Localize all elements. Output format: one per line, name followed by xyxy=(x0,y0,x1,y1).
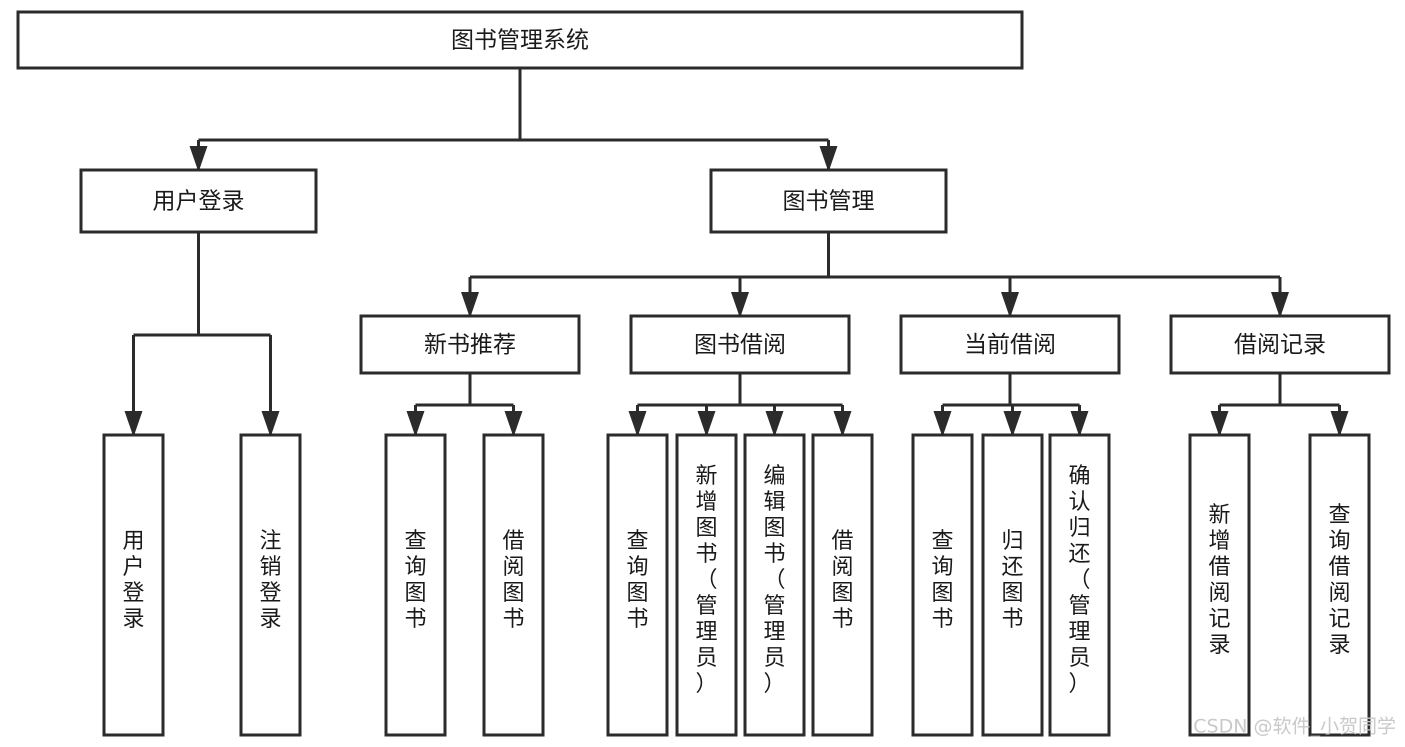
node-leaf-query-record[interactable]: 查询借阅记录 xyxy=(1308,433,1371,737)
node-box-leaf-add-book[interactable] xyxy=(675,433,738,737)
arrow-leaf-add-record xyxy=(1210,411,1229,437)
node-label-user-login: 用户登录 xyxy=(153,189,245,215)
arrow-leaf-query-book-3 xyxy=(933,411,952,437)
node-leaf-add-record[interactable]: 新增借阅记录 xyxy=(1188,433,1251,737)
arrow-leaf-query-record xyxy=(1330,411,1349,437)
node-box-leaf-query-book-1[interactable] xyxy=(384,433,447,737)
arrow-leaf-return-book xyxy=(1003,411,1022,437)
node-box-book-borrow[interactable] xyxy=(629,314,851,375)
node-box-leaf-add-record[interactable] xyxy=(1188,433,1251,737)
node-label-leaf-query-book-1: 查询图书 xyxy=(404,529,426,632)
node-label-leaf-query-record: 查询借阅记录 xyxy=(1328,503,1350,658)
node-user-login[interactable]: 用户登录 xyxy=(79,168,318,234)
arrow-current-borrow xyxy=(1001,292,1019,318)
node-label-leaf-return-book: 归还图书 xyxy=(1001,529,1023,632)
node-leaf-query-book-1[interactable]: 查询图书 xyxy=(384,433,447,737)
node-box-root[interactable] xyxy=(16,10,1024,70)
node-book-borrow[interactable]: 图书借阅 xyxy=(629,314,851,375)
node-label-leaf-confirm-return: 确认归还（管理员） xyxy=(1068,464,1090,697)
node-root[interactable]: 图书管理系统 xyxy=(16,10,1024,70)
node-box-leaf-edit-book[interactable] xyxy=(743,433,806,737)
node-box-leaf-borrow-book-1[interactable] xyxy=(482,433,545,737)
node-box-user-login[interactable] xyxy=(79,168,318,234)
arrow-leaf-add-book xyxy=(697,411,716,437)
node-label-new-book-recommend: 新书推荐 xyxy=(424,332,516,358)
node-label-leaf-borrow-book-2: 借阅图书 xyxy=(831,529,853,632)
node-box-current-borrow[interactable] xyxy=(899,314,1121,375)
arrow-leaf-borrow-book-1 xyxy=(504,411,523,437)
node-label-leaf-user-login: 用户登录 xyxy=(122,529,144,632)
arrow-new-book-recommend xyxy=(461,292,479,318)
node-label-root: 图书管理系统 xyxy=(451,28,589,54)
node-box-leaf-query-record[interactable] xyxy=(1308,433,1371,737)
arrow-book-borrow xyxy=(731,292,749,318)
node-leaf-borrow-book-2[interactable]: 借阅图书 xyxy=(811,433,874,737)
node-box-leaf-borrow-book-2[interactable] xyxy=(811,433,874,737)
arrow-leaf-edit-book xyxy=(765,411,784,437)
arrow-leaf-user-login xyxy=(124,411,143,437)
node-label-leaf-query-book-3: 查询图书 xyxy=(931,529,953,632)
arrow-borrow-record xyxy=(1271,292,1289,318)
node-borrow-record[interactable]: 借阅记录 xyxy=(1169,314,1391,375)
node-leaf-query-book-2[interactable]: 查询图书 xyxy=(606,433,669,737)
node-box-leaf-logout[interactable] xyxy=(239,433,302,737)
node-leaf-query-book-3[interactable]: 查询图书 xyxy=(911,433,974,737)
arrow-leaf-confirm-return xyxy=(1070,411,1089,437)
node-current-borrow[interactable]: 当前借阅 xyxy=(899,314,1121,375)
connector-layer xyxy=(124,68,1349,437)
node-label-book-management: 图书管理 xyxy=(783,189,875,215)
node-label-leaf-edit-book: 编辑图书（管理员） xyxy=(763,464,785,697)
node-box-new-book-recommend[interactable] xyxy=(359,314,581,375)
node-box-leaf-query-book-2[interactable] xyxy=(606,433,669,737)
node-label-borrow-record: 借阅记录 xyxy=(1234,332,1326,358)
node-label-leaf-logout: 注销登录 xyxy=(259,529,281,632)
node-leaf-add-book[interactable]: 新增图书（管理员） xyxy=(675,433,738,737)
node-leaf-edit-book[interactable]: 编辑图书（管理员） xyxy=(743,433,806,737)
node-box-borrow-record[interactable] xyxy=(1169,314,1391,375)
node-label-leaf-query-book-2: 查询图书 xyxy=(626,529,648,632)
node-leaf-return-book[interactable]: 归还图书 xyxy=(981,433,1044,737)
node-box-leaf-user-login[interactable] xyxy=(102,433,165,737)
node-leaf-confirm-return[interactable]: 确认归还（管理员） xyxy=(1048,433,1111,737)
node-leaf-user-login[interactable]: 用户登录 xyxy=(102,433,165,737)
arrow-user-login xyxy=(189,146,208,172)
node-label-leaf-add-record: 新增借阅记录 xyxy=(1208,503,1230,658)
node-label-current-borrow: 当前借阅 xyxy=(964,332,1056,358)
node-layer: 图书管理系统用户登录图书管理新书推荐图书借阅当前借阅借阅记录用户登录注销登录查询… xyxy=(16,10,1391,737)
csdn-watermark: CSDN @软件_小贺同学 xyxy=(1193,716,1396,738)
node-book-management[interactable]: 图书管理 xyxy=(709,168,948,234)
node-leaf-logout[interactable]: 注销登录 xyxy=(239,433,302,737)
node-box-leaf-return-book[interactable] xyxy=(981,433,1044,737)
arrow-leaf-logout xyxy=(261,411,280,437)
arrow-leaf-query-book-1 xyxy=(406,411,425,437)
node-label-leaf-borrow-book-1: 借阅图书 xyxy=(502,529,524,632)
node-new-book-recommend[interactable]: 新书推荐 xyxy=(359,314,581,375)
node-label-leaf-add-book: 新增图书（管理员） xyxy=(695,464,717,697)
node-box-book-management[interactable] xyxy=(709,168,948,234)
arrow-book-management xyxy=(819,146,838,172)
node-box-leaf-confirm-return[interactable] xyxy=(1048,433,1111,737)
node-leaf-borrow-book-1[interactable]: 借阅图书 xyxy=(482,433,545,737)
arrow-leaf-query-book-2 xyxy=(628,411,647,437)
node-box-leaf-query-book-3[interactable] xyxy=(911,433,974,737)
node-label-book-borrow: 图书借阅 xyxy=(694,332,786,358)
arrow-leaf-borrow-book-2 xyxy=(833,411,852,437)
